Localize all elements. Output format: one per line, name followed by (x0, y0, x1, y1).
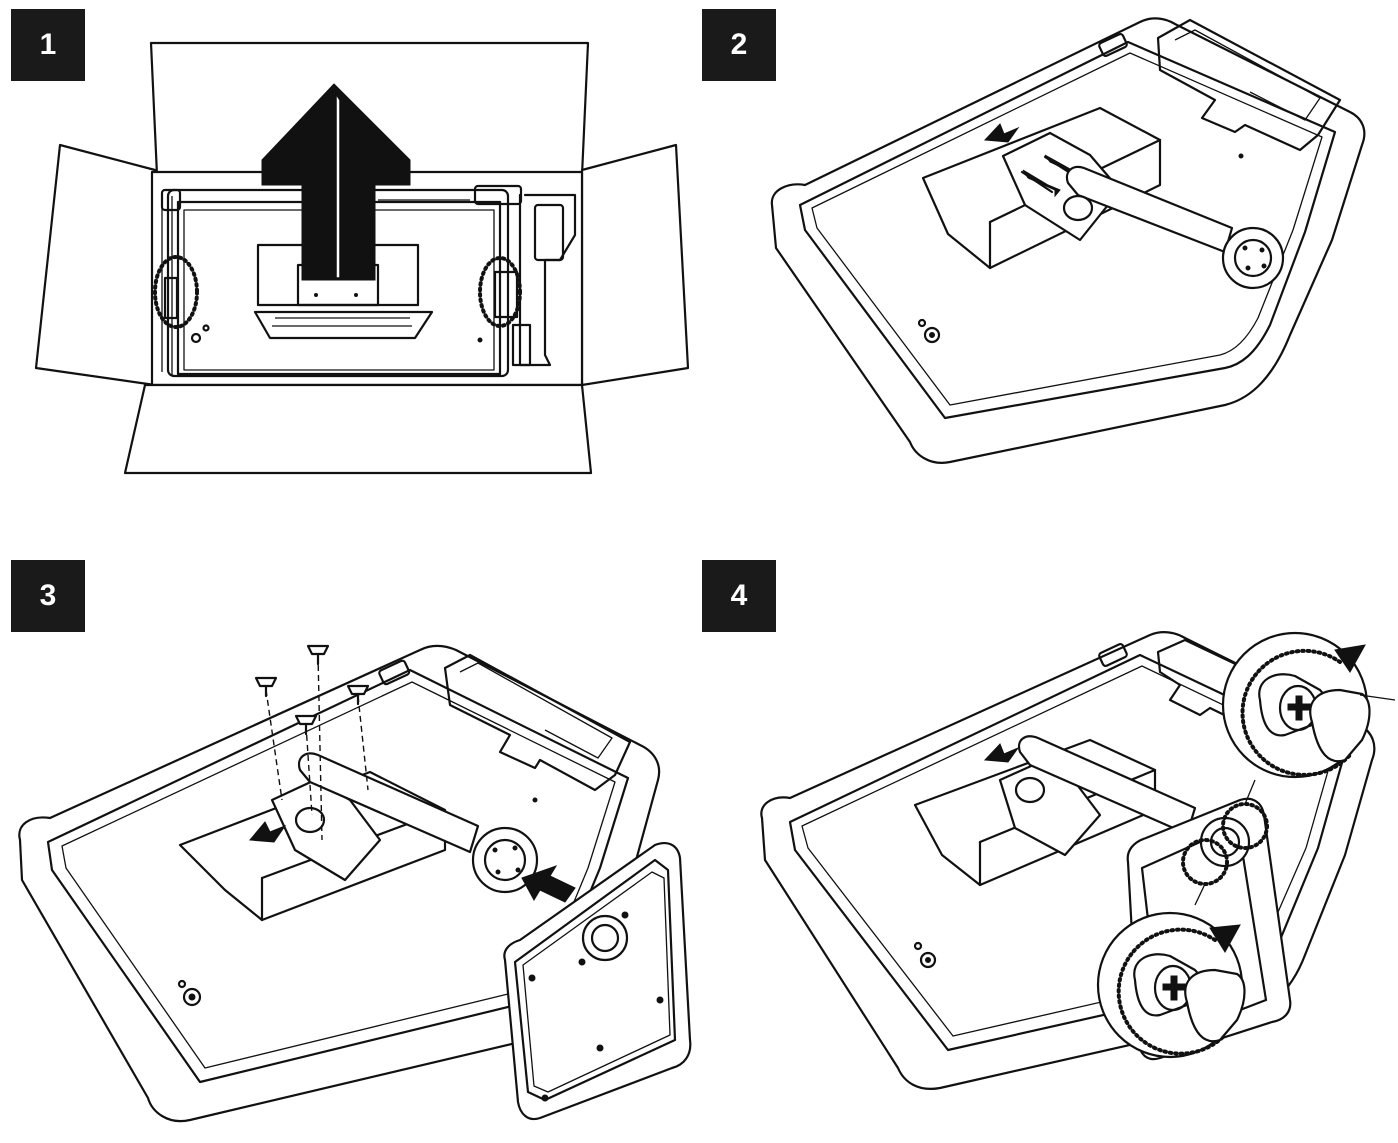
insert-arrow-icon (521, 865, 576, 903)
corsair-logo-icon (249, 821, 287, 843)
step-2-illustration (770, 17, 1366, 464)
step-3-illustration (18, 644, 692, 1123)
rotate-arrow-icon (1334, 644, 1366, 673)
screw-icon (254, 644, 370, 841)
stand-arm (297, 752, 480, 854)
monitor-back (770, 17, 1366, 464)
clip-highlight-right (478, 256, 522, 328)
step-1-illustration (34, 41, 690, 475)
box-left-flap (34, 143, 157, 387)
step-2-badge: 2 (702, 9, 776, 81)
clip-highlight-left (153, 255, 199, 329)
corsair-logo-icon (983, 743, 1020, 763)
screw-detail-lower (1096, 911, 1246, 1059)
up-arrow-icon (261, 83, 411, 281)
rotate-arrow-icon (1209, 924, 1241, 953)
corsair-logo-icon (983, 123, 1020, 143)
step-4-illustration (760, 631, 1396, 1090)
step-1-badge: 1 (11, 9, 85, 81)
box-right-flap (580, 143, 690, 387)
screw-detail-upper (1221, 631, 1396, 779)
box-front-flap (123, 383, 593, 475)
step-3-badge: 3 (11, 560, 85, 632)
stand-base-plate (503, 841, 692, 1121)
step-4-badge: 4 (702, 560, 776, 632)
